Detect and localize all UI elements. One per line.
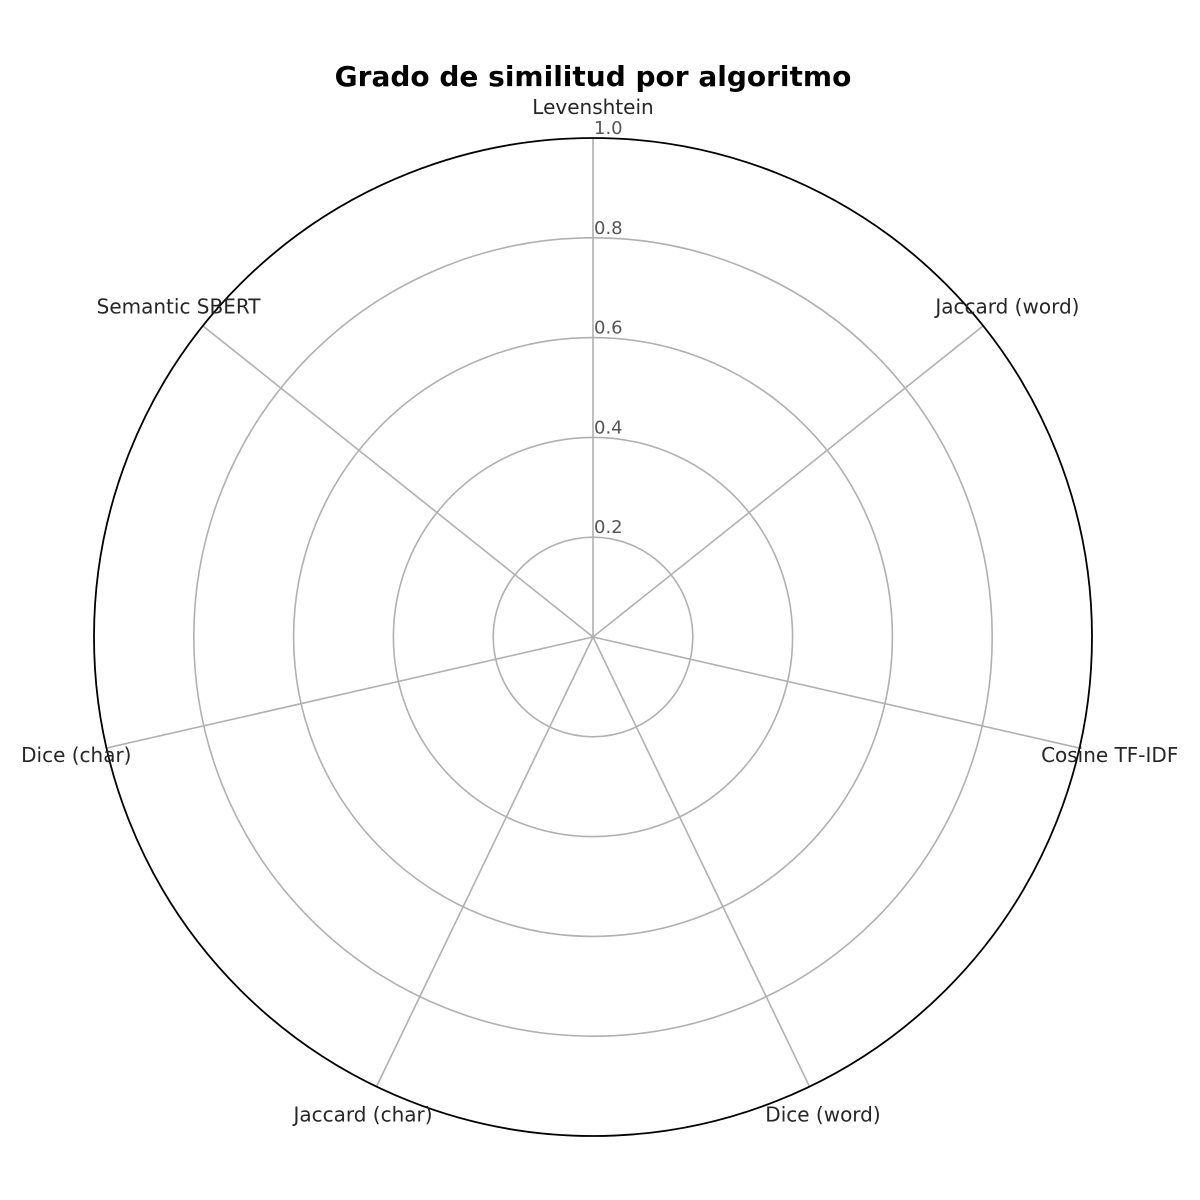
spoke-5	[106, 636, 594, 749]
category-label-3: Dice (word)	[765, 1103, 880, 1127]
spoke-6	[202, 325, 594, 638]
r-tick-label: 0.6	[594, 318, 623, 339]
category-label-2: Cosine TF-IDF	[1041, 743, 1178, 767]
r-tick-label: 0.8	[594, 218, 623, 239]
category-label-4: Jaccard (char)	[291, 1103, 432, 1127]
r-tick-label: 0.2	[594, 517, 623, 538]
category-label-1: Jaccard (word)	[933, 295, 1079, 319]
category-label-5: Dice (char)	[21, 743, 131, 767]
r-tick-label: 1.0	[594, 118, 623, 139]
category-label-6: Semantic SBERT	[97, 295, 262, 319]
radial-spokes	[106, 138, 1080, 1087]
spoke-1	[592, 325, 984, 638]
chart-title: Grado de similitud por algoritmo	[335, 60, 852, 93]
spoke-2	[592, 636, 1080, 749]
category-label-0: Levenshtein	[532, 95, 653, 119]
r-tick-label: 0.4	[594, 417, 623, 438]
spoke-4	[375, 636, 594, 1087]
spoke-3	[592, 636, 811, 1087]
outer-ring	[93, 137, 1093, 1137]
radial-tick-labels: 0.2 0.4 0.6 0.8 1.0	[594, 118, 623, 538]
outer-ring-group	[93, 137, 1093, 1137]
